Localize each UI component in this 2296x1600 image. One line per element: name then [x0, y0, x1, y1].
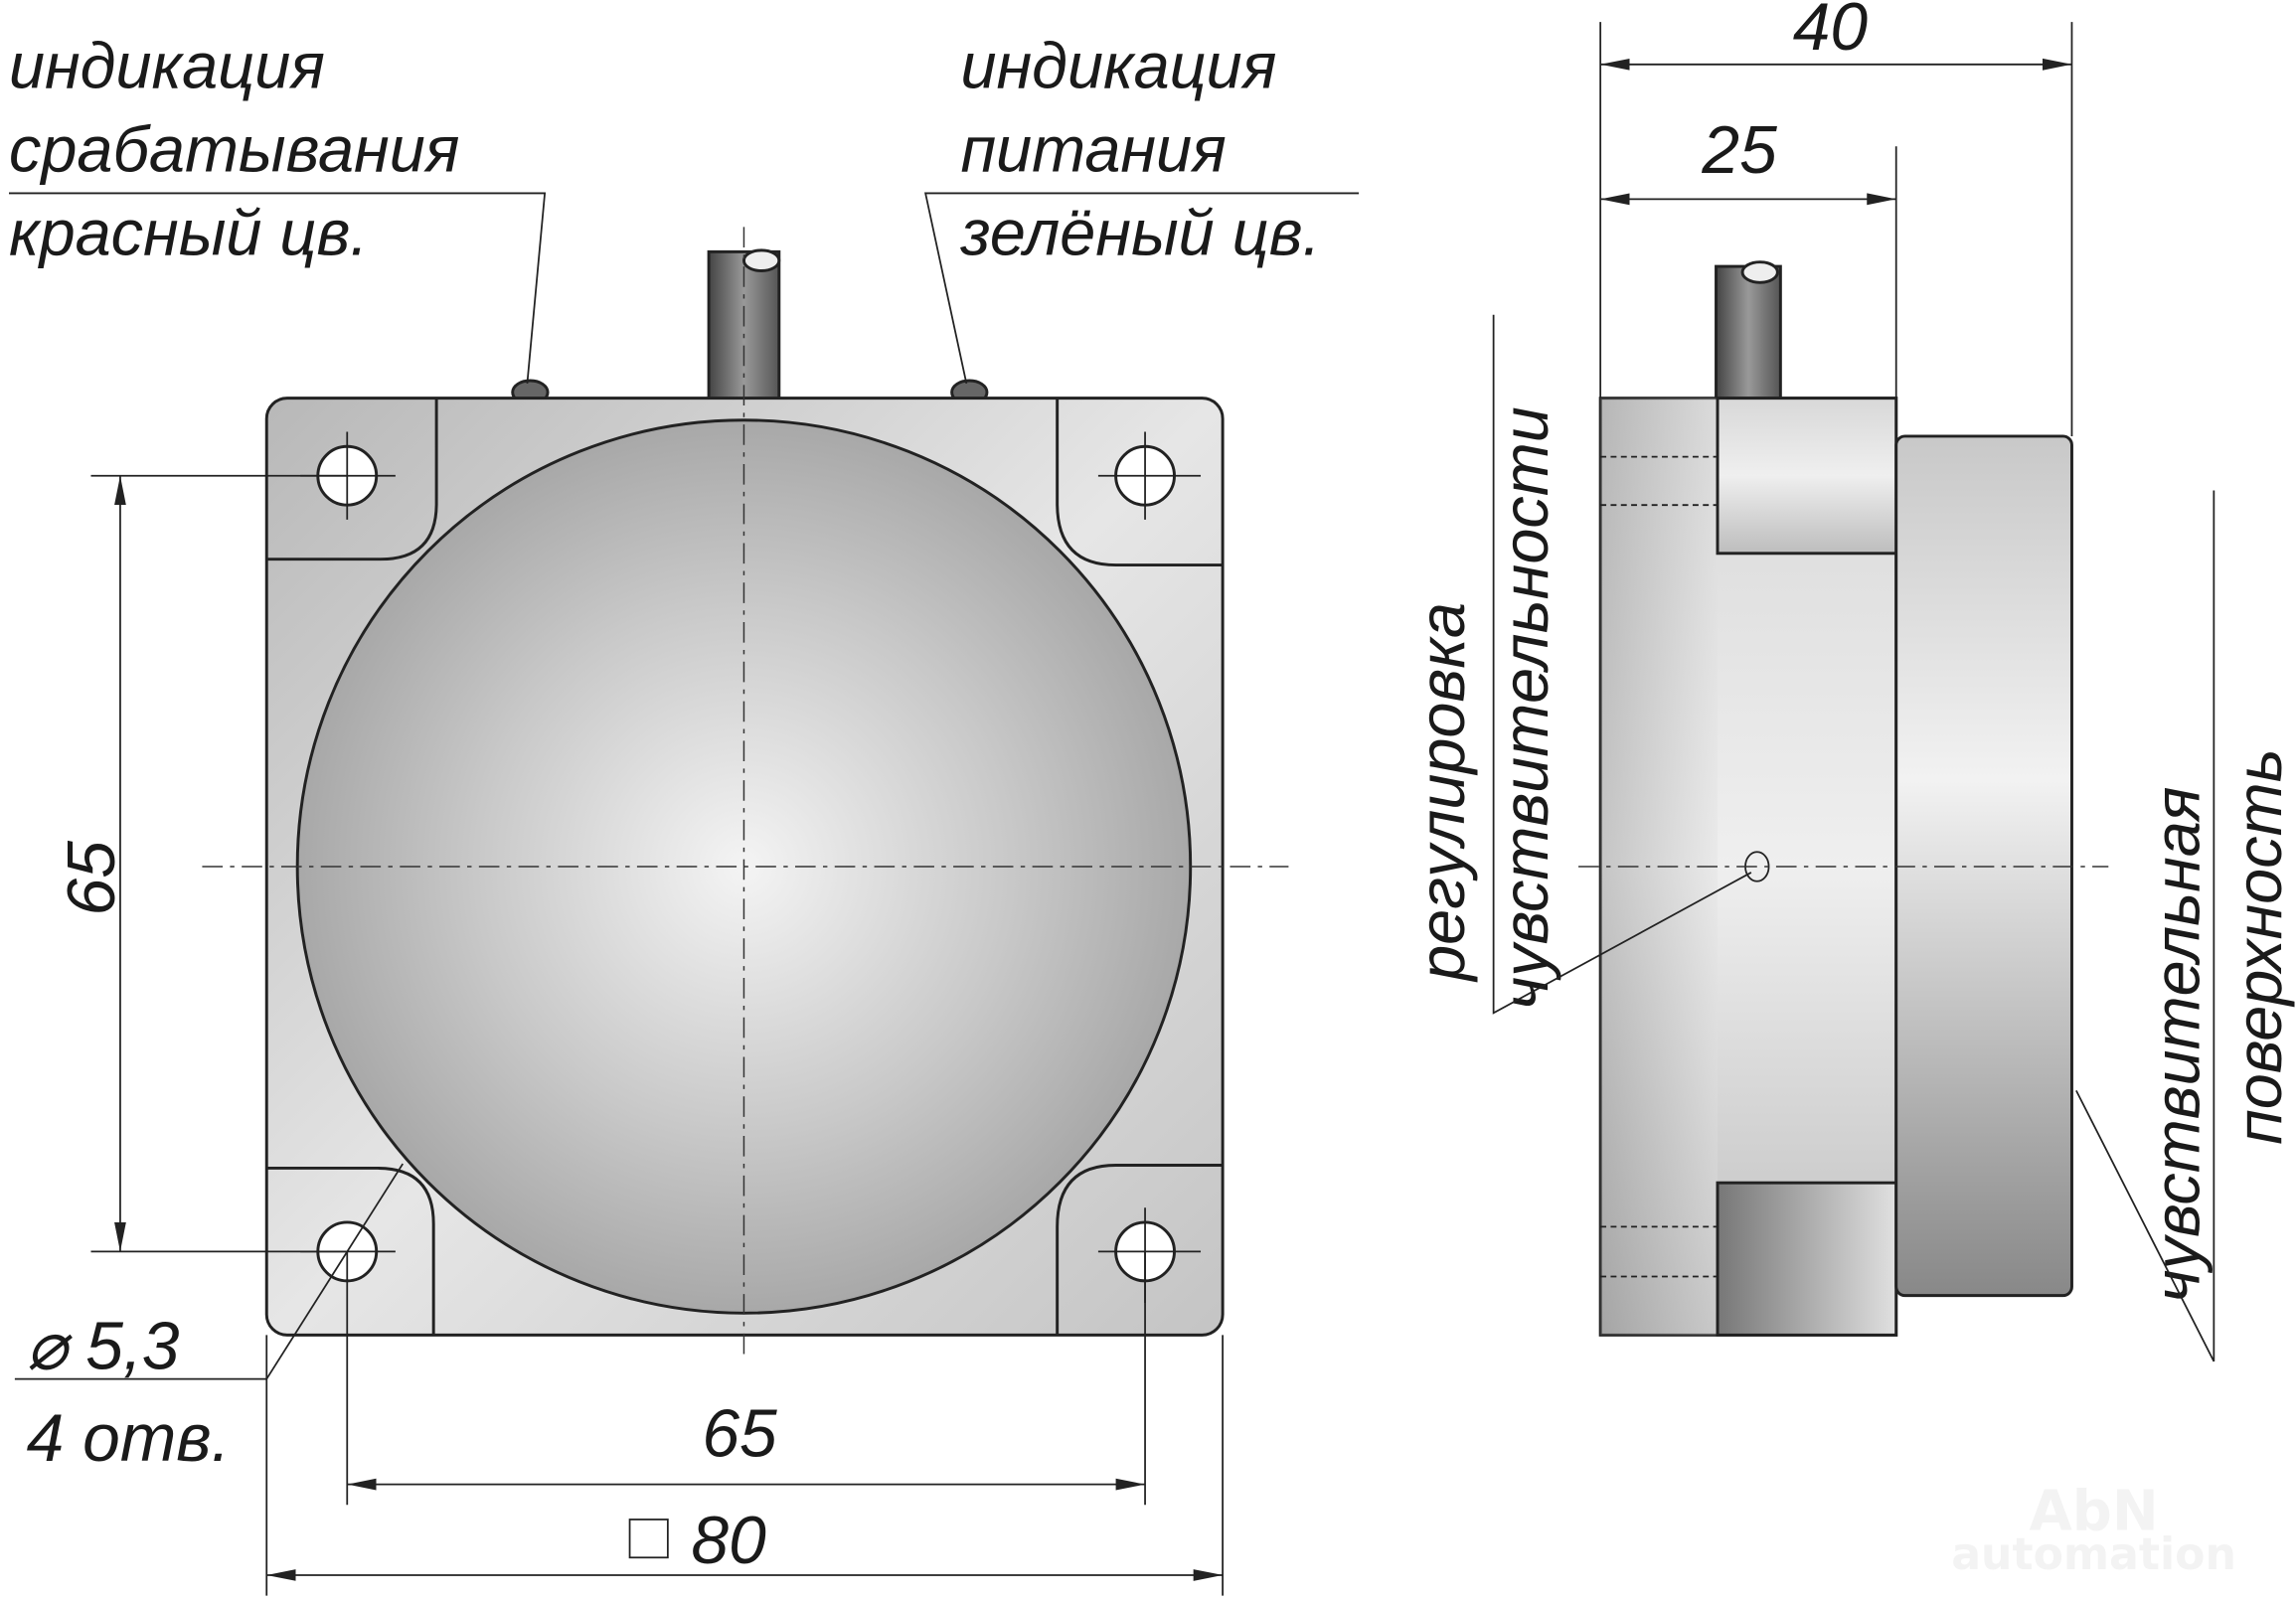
- sensitivity-adjust-callout: регулировка чувствительности: [1405, 314, 1752, 1015]
- side-block-bottom: [1716, 1181, 1898, 1337]
- hole-count-label: 4 отв.: [27, 1401, 231, 1476]
- svg-text:красный цв.: красный цв.: [9, 196, 368, 268]
- cable-end: [741, 248, 781, 272]
- power-indication-callout: индикация питания зелёный цв.: [924, 29, 1360, 385]
- svg-text:automation: automation: [1951, 1529, 2236, 1580]
- side-dimensions: 40 25: [1599, 0, 2073, 436]
- front-dimensions: 65 65 80 ⌀ 5,3 4 отв.: [14, 474, 1225, 1596]
- svg-text:чувствительности: чувствительности: [1489, 406, 1561, 1010]
- svg-text:поверхность: поверхность: [2222, 748, 2295, 1145]
- svg-text:чувствительная: чувствительная: [2141, 787, 2214, 1303]
- svg-text:AbN: AbN: [2029, 1479, 2158, 1543]
- side-view: [1578, 260, 2109, 1337]
- dim-80: 80: [691, 1504, 766, 1578]
- svg-text:индикация: индикация: [9, 29, 325, 101]
- sensing-surface-callout: чувствительная поверхность: [2075, 490, 2295, 1362]
- square-symbol: [628, 1519, 669, 1559]
- hole-diameter-label: ⌀ 5,3: [27, 1309, 180, 1383]
- svg-text:зелёный цв.: зелёный цв.: [959, 196, 1320, 268]
- svg-text:питания: питания: [960, 112, 1226, 185]
- watermark: AbN automation: [1951, 1479, 2236, 1580]
- dim-40: 40: [1793, 0, 1869, 65]
- dim-65-horizontal: 65: [702, 1397, 777, 1472]
- svg-text:индикация: индикация: [960, 29, 1276, 101]
- trigger-indication-callout: индикация срабатывания красный цв.: [9, 29, 547, 385]
- dim-25: 25: [1701, 113, 1777, 188]
- dim-65-vertical: 65: [55, 841, 129, 916]
- svg-text:срабатывания: срабатывания: [9, 112, 459, 185]
- svg-text:регулировка: регулировка: [1405, 602, 1478, 983]
- front-view: [202, 227, 1289, 1361]
- sensing-face: [1894, 434, 2073, 1298]
- side-cable: [1715, 264, 1782, 403]
- side-block-top: [1716, 397, 1898, 556]
